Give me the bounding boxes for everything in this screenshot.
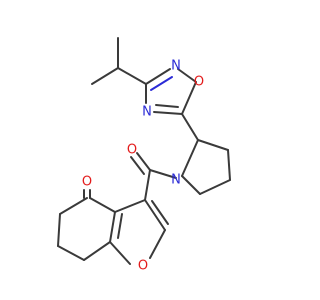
bond-furan-o-c7a (109, 241, 131, 265)
bond-n-carbonyl (149, 169, 177, 179)
molecule-structure: N O N O N O O (57, 37, 231, 274)
bond-c3a-c4 (89, 197, 116, 213)
atom-o-oxadiazole: O (194, 75, 204, 90)
atom-o-amide: O (127, 143, 137, 158)
atom-n-pyrrolidine: N (171, 173, 181, 188)
atom-n-oxadiazole-top: N (171, 59, 181, 74)
bond-pyr-c2-c3 (197, 139, 229, 151)
bond-pyr-n-c2 (181, 139, 199, 177)
bond-carbonyl-co-b (130, 156, 145, 175)
bond-carbonyl-to-furan (144, 169, 151, 201)
bond-c3-n2-double-inner (150, 76, 173, 91)
bond-pyr-c5-n (181, 175, 201, 195)
atom-o-furan: O (138, 259, 148, 274)
bond-c6-c7 (57, 245, 85, 261)
bond-isopropyl-methyl-left (91, 67, 119, 85)
bond-pyr-c3-c4 (227, 149, 231, 181)
bond-c5-c6 (57, 213, 61, 247)
bond-c3-n2-double (145, 68, 171, 85)
bond-isopropyl-to-ring (117, 67, 147, 85)
bond-furan-c2-o (149, 229, 166, 259)
bond-carbonyl-co-a (136, 152, 151, 171)
bond-n2-o1 (177, 68, 197, 83)
bond-o1-c5 (181, 81, 197, 115)
bond-c5-to-pyrrolidine (181, 113, 199, 141)
bond-furan-c3a-c3 (114, 199, 146, 213)
bond-furan-c3-c2-double (144, 199, 166, 231)
bond-c5-n4-double-inner (155, 104, 179, 108)
atom-n-oxadiazole-bottom: N (142, 105, 152, 120)
bond-furan-c3-c2-inner (151, 200, 169, 225)
bond-furan-c7a-c3a-inner (117, 213, 123, 239)
bond-c5-n4-double (153, 111, 183, 115)
bond-furan-c7a-c3a-double (109, 211, 116, 243)
bond-pyr-c4-c5 (199, 179, 231, 195)
bond-c7-c7a (83, 241, 111, 261)
bond-c4-c5 (59, 197, 88, 215)
atom-o-ketone: O (82, 175, 92, 190)
